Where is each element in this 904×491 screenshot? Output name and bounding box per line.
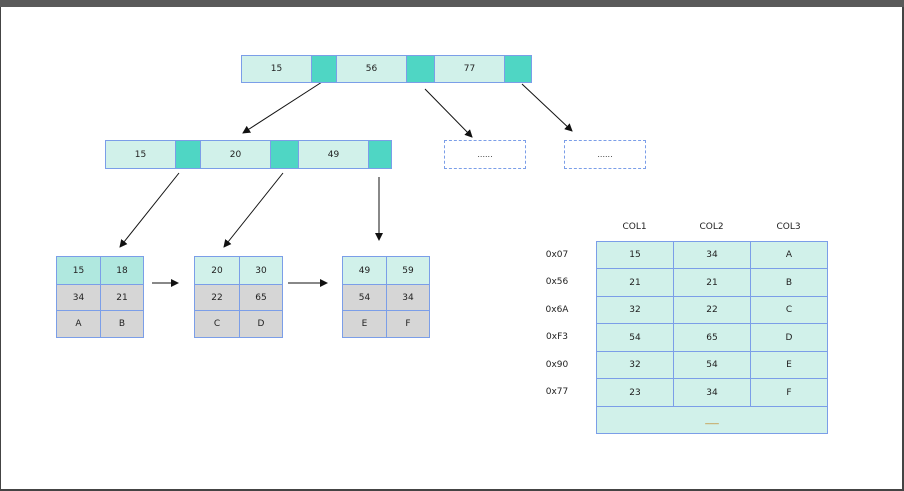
table-header: COL1 [622, 222, 647, 232]
row-address: 0x07 [545, 249, 569, 260]
table-cell: 21 [596, 268, 674, 297]
table-cell: 65 [673, 323, 751, 352]
root-key: 15 [241, 55, 312, 83]
table-header: COL2 [699, 222, 724, 232]
leaf-cell: B [100, 310, 144, 338]
leaf-cell: 30 [239, 256, 283, 285]
leaf-cell: E [342, 310, 387, 338]
leaf-cell: 34 [56, 284, 101, 311]
pointer-arrow [521, 83, 573, 132]
leaf-cell: 20 [194, 256, 240, 285]
pointer-arrow [119, 172, 180, 248]
inner-pointer [270, 140, 299, 169]
row-address: 0x56 [545, 277, 569, 287]
table-cell: 54 [596, 323, 674, 352]
leaf-cell: 49 [342, 256, 387, 285]
root-pointer [311, 55, 337, 83]
table-cell: 23 [596, 378, 674, 407]
table-cell: F [750, 378, 828, 407]
leaf-cell: 15 [56, 256, 101, 285]
leaf-cell: 21 [100, 284, 144, 311]
table-cell: D [750, 323, 828, 352]
pointer-arrow [223, 172, 284, 248]
leaf-cell: A [56, 310, 101, 338]
row-address: 0xF3 [546, 332, 568, 342]
leaf-cell: 59 [386, 256, 430, 285]
table-cell: E [750, 351, 828, 379]
root-key: 77 [434, 55, 505, 83]
row-address: 0x6A [545, 304, 569, 315]
leaf-cell: F [386, 310, 430, 338]
table-cell: 22 [673, 296, 751, 324]
table-cell: 32 [596, 351, 674, 379]
leaf-cell: C [194, 310, 240, 338]
inner-key: 20 [200, 140, 271, 169]
table-cell: C [750, 296, 828, 324]
leaf-cell: 22 [194, 284, 240, 311]
leaf-cell: 18 [100, 256, 144, 285]
table-cell: 21 [673, 268, 751, 297]
placeholder-node: ...... [444, 140, 526, 169]
arrows-layer [119, 81, 573, 287]
pointer-arrow [424, 88, 473, 138]
table-cell: 32 [596, 296, 674, 324]
window-title-strip [0, 0, 904, 7]
inner-key: 15 [105, 140, 176, 169]
pointer-arrow [242, 81, 323, 134]
table-more-row: ___ [596, 406, 828, 434]
table-cell: 34 [673, 241, 751, 269]
leaf-cell: 65 [239, 284, 283, 311]
leaf-cell: D [239, 310, 283, 338]
root-pointer [504, 55, 532, 83]
root-key: 56 [336, 55, 407, 83]
table-cell: 15 [596, 241, 674, 269]
root-pointer [406, 55, 435, 83]
inner-pointer [175, 140, 201, 169]
leaf-cell: 34 [386, 284, 430, 311]
row-address: 0x77 [545, 387, 569, 397]
leaf-cell: 54 [342, 284, 387, 311]
table-cell: A [750, 241, 828, 269]
table-cell: B [750, 268, 828, 297]
table-cell: 54 [673, 351, 751, 379]
row-address: 0x90 [545, 359, 569, 370]
inner-key: 49 [298, 140, 369, 169]
table-header: COL3 [776, 222, 801, 232]
placeholder-node: ...... [564, 140, 646, 169]
table-cell: 34 [673, 378, 751, 407]
inner-pointer [368, 140, 392, 169]
